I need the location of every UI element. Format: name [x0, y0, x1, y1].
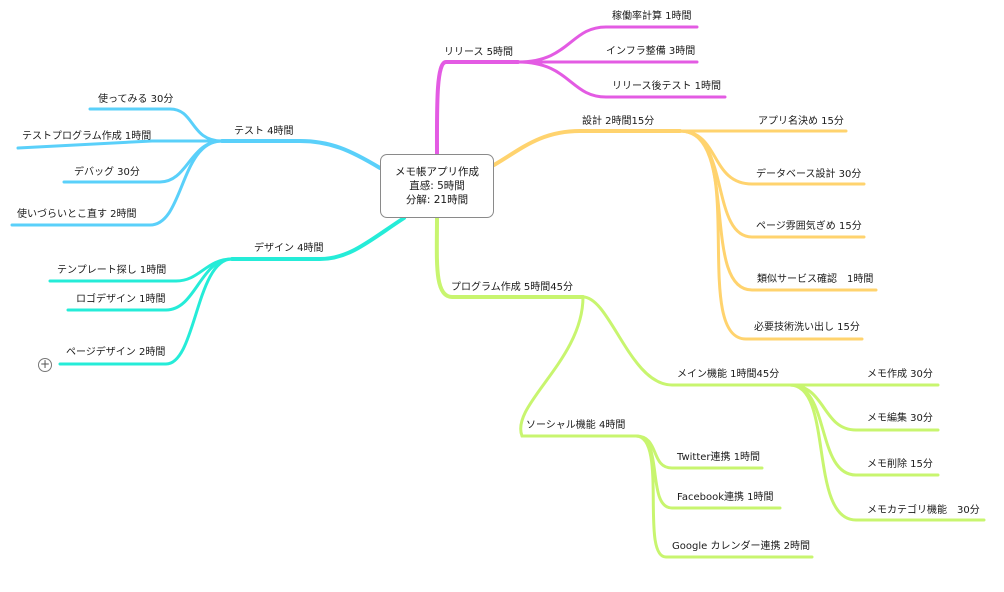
- connector-test-2: [16, 139, 224, 150]
- connector-release: [434, 60, 520, 156]
- connector-test-4: [10, 139, 224, 227]
- node-designui-1[interactable]: テンプレート探し 1時間: [57, 265, 167, 276]
- node-designui-3[interactable]: ページデザイン 2時間: [66, 347, 166, 358]
- connector-design-5: [678, 129, 864, 341]
- connector-designui: [230, 216, 406, 261]
- root-title: メモ帳アプリ作成: [395, 166, 479, 178]
- root-intuition: 直感: 5時間: [409, 180, 465, 192]
- connector-main-4: [788, 383, 986, 522]
- node-test-4[interactable]: 使いづらいとこ直す 2時間: [17, 209, 137, 220]
- node-design-5[interactable]: 必要技術洗い出し 15分: [754, 322, 860, 333]
- branch-test[interactable]: テスト 4時間: [234, 126, 294, 137]
- branch-program[interactable]: プログラム作成 5時間45分: [451, 282, 573, 293]
- root-breakdown: 分解: 21時間: [405, 194, 469, 206]
- connector-test: [220, 139, 382, 170]
- connector-program: [434, 216, 585, 299]
- node-designui-2[interactable]: ロゴデザイン 1時間: [76, 294, 166, 305]
- node-social-3[interactable]: Google カレンダー連携 2時間: [672, 541, 810, 552]
- node-release-2[interactable]: インフラ整備 3時間: [606, 46, 696, 57]
- connector-program-social: [519, 295, 638, 438]
- connector-program-main: [581, 295, 792, 387]
- connector-design: [492, 129, 682, 167]
- node-social-1[interactable]: Twitter連携 1時間: [677, 452, 761, 463]
- branch-program-main[interactable]: メイン機能 1時間45分: [677, 369, 780, 380]
- node-main-2[interactable]: メモ編集 30分: [867, 413, 933, 424]
- node-main-4[interactable]: メモカテゴリ機能 30分: [867, 505, 980, 516]
- node-main-1[interactable]: メモ作成 30分: [867, 369, 933, 380]
- plus-circle-icon[interactable]: +: [38, 357, 52, 372]
- connector-release-3: [516, 60, 727, 99]
- branch-release[interactable]: リリース 5時間: [444, 47, 514, 58]
- connector-social-3: [634, 434, 814, 559]
- root-node[interactable]: メモ帳アプリ作成 直感: 5時間 分解: 21時間: [380, 154, 494, 218]
- branch-design[interactable]: 設計 2時間15分: [582, 116, 655, 127]
- branch-program-social[interactable]: ソーシャル機能 4時間: [526, 420, 626, 431]
- node-release-3[interactable]: リリース後テスト 1時間: [612, 81, 722, 92]
- node-test-3[interactable]: デバッグ 30分: [74, 167, 140, 178]
- node-release-1[interactable]: 稼働率計算 1時間: [612, 11, 692, 22]
- node-main-3[interactable]: メモ削除 15分: [867, 459, 933, 470]
- connector-designui-3: [58, 257, 234, 366]
- node-test-1[interactable]: 使ってみる 30分: [98, 94, 174, 105]
- connector-release-1: [516, 25, 699, 64]
- node-test-2[interactable]: テストプログラム作成 1時間: [22, 131, 152, 142]
- node-design-3[interactable]: ページ雰囲気ぎめ 15分: [756, 221, 862, 232]
- node-design-4[interactable]: 類似サービス確認 1時間: [757, 274, 874, 285]
- node-design-1[interactable]: アプリ名決め 15分: [758, 116, 844, 127]
- node-design-2[interactable]: データベース設計 30分: [756, 169, 862, 180]
- branch-designui[interactable]: デザイン 4時間: [254, 243, 324, 254]
- node-social-2[interactable]: Facebook連携 1時間: [677, 492, 774, 503]
